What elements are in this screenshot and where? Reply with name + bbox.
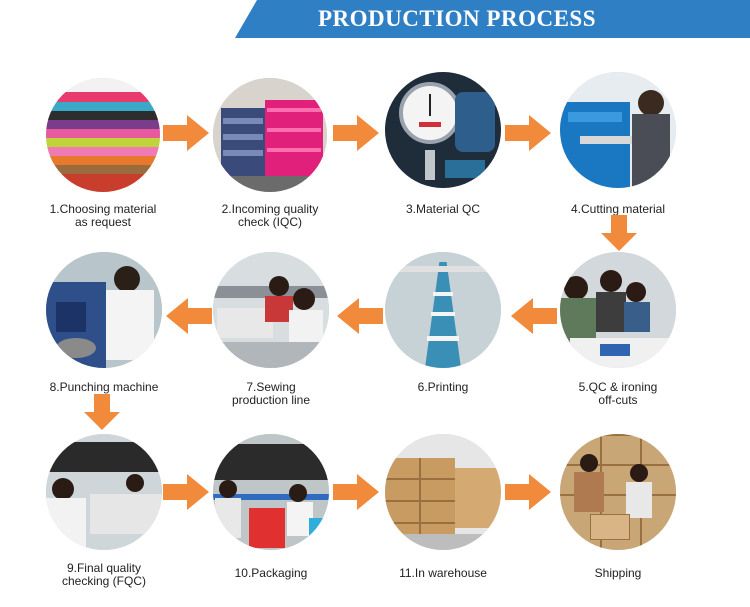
step-9-label: 9.Final quality checking (FQC) (61, 561, 147, 588)
step-8-label: 8.Punching machine (49, 380, 159, 394)
arrow-right-icon (505, 474, 551, 510)
arrow-left-icon (166, 298, 212, 334)
step-6-photo (385, 252, 501, 368)
arrow-right-icon (333, 474, 379, 510)
header-banner-blue-band (235, 0, 750, 38)
step-10-label: 10.Packaging (234, 566, 308, 580)
arrow-right-icon (333, 115, 379, 151)
step-1-photo (46, 78, 160, 192)
step-5-photo (560, 252, 676, 368)
step-1-label: 1.Choosing material as request (49, 202, 157, 229)
step-11-label: 11.In warehouse (399, 566, 487, 580)
step-5-label: 5.QC & ironing off-cuts (578, 380, 658, 407)
arrow-down-icon (84, 394, 120, 430)
step-4-photo (560, 72, 676, 188)
step-12-label: Shipping (594, 566, 642, 580)
arrow-right-icon (163, 115, 209, 151)
step-10-photo (213, 434, 329, 550)
step-9-photo (46, 434, 162, 550)
step-3-label: 3.Material QC (405, 202, 481, 216)
page-title: PRODUCTION PROCESS (318, 6, 597, 31)
step-7-label: 7.Sewing production line (231, 380, 311, 407)
step-8-photo (46, 252, 162, 368)
arrow-down-icon (601, 215, 637, 251)
step-7-photo (213, 252, 329, 368)
step-3-photo (385, 72, 501, 188)
arrow-right-icon (505, 115, 551, 151)
step-2-photo (213, 78, 327, 192)
arrow-left-icon (511, 298, 557, 334)
step-11-photo (385, 434, 501, 550)
step-2-label: 2.Incoming quality check (IQC) (221, 202, 319, 229)
step-4-label: 4.Cutting material (570, 202, 666, 216)
arrow-left-icon (337, 298, 383, 334)
step-12-photo (560, 434, 676, 550)
step-6-label: 6.Printing (417, 380, 469, 394)
header-banner: PRODUCTION PROCESS (0, 0, 750, 38)
arrow-right-icon (163, 474, 209, 510)
